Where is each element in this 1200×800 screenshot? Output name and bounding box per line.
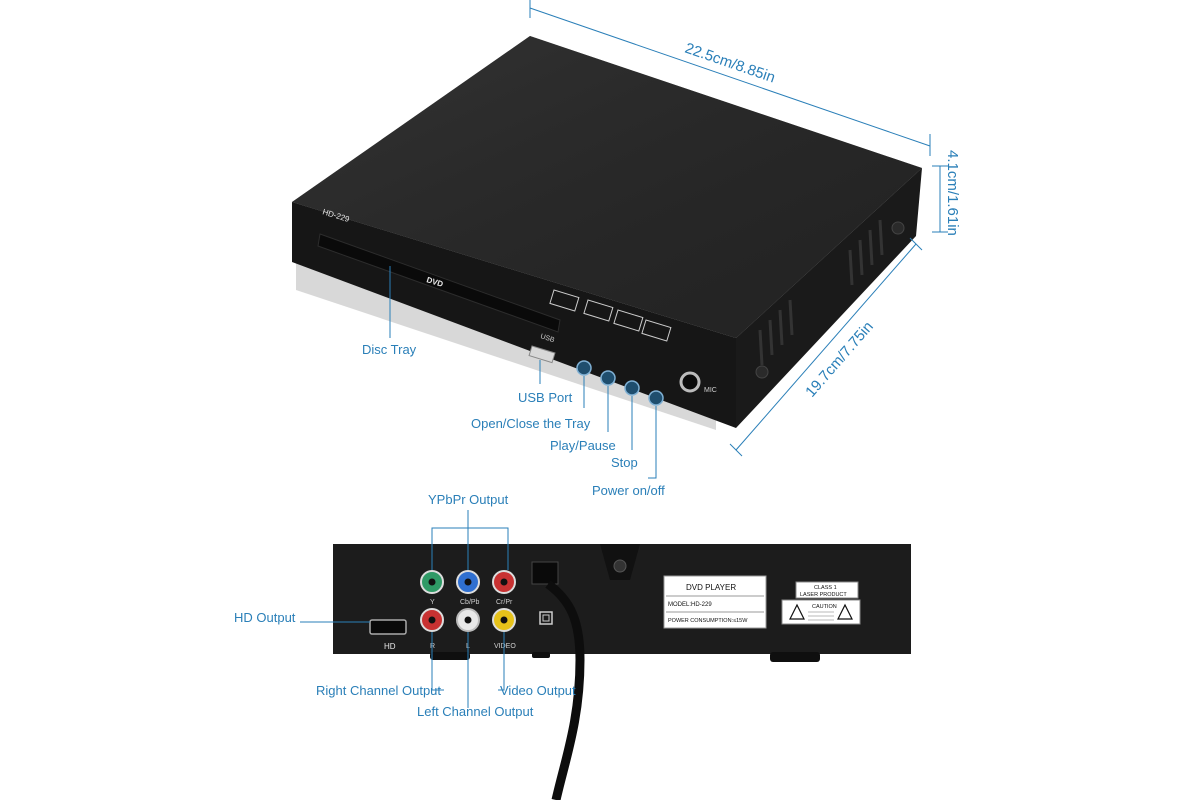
pb-jack-text: Cb/Pb: [460, 599, 480, 606]
mic-jack[interactable]: [679, 371, 701, 393]
double-insulation-icon: [539, 611, 553, 625]
mp3-logo-icon: [613, 309, 644, 332]
dvd-format-logo-icon: [549, 289, 580, 312]
r-jack-text: R: [430, 643, 435, 650]
rear-screw-icon: [613, 559, 627, 573]
video-output-label: Video Output: [500, 683, 576, 698]
height-dimension: 4.1cm/1.61in: [944, 150, 961, 236]
left-channel-label: Left Channel Output: [417, 704, 534, 719]
power-cord-plug: [531, 561, 559, 585]
pr-jack-text: Cr/Pr: [496, 599, 513, 606]
hd-text: HD: [384, 642, 396, 651]
front-unit: HD-229 DVD USB MIC: [292, 36, 922, 430]
front-callouts: [389, 266, 657, 479]
sticker-power: POWER CONSUMPTION:≤15W: [668, 618, 748, 624]
dimension-lines: [529, 0, 948, 457]
ypbpr-label: YPbPr Output: [428, 492, 509, 507]
right-side: [736, 168, 922, 428]
power-label: Power on/off: [592, 483, 665, 498]
mic-text: MIC: [704, 387, 717, 394]
stop-label: Stop: [611, 455, 638, 470]
caution-text: CAUTION: [812, 604, 837, 610]
video-jack-text: VIDEO: [494, 643, 516, 650]
side-screw-icon: [755, 365, 769, 379]
play-pause-label: Play/Pause: [550, 438, 616, 453]
power-button[interactable]: [648, 390, 664, 406]
right-channel-label: Right Channel Output: [316, 683, 441, 698]
open-close-label: Open/Close the Tray: [471, 416, 591, 431]
sticker-title: DVD PLAYER: [686, 583, 736, 592]
y-jack-text: Y: [430, 599, 435, 606]
cd-logo-icon: [641, 319, 672, 342]
product-sticker: [663, 575, 767, 629]
disc-tray-label: Disc Tray: [362, 342, 417, 357]
class-label-2: LASER PRODUCT: [800, 592, 847, 598]
dolby-logo-icon: [583, 299, 614, 322]
hdmi-port[interactable]: [369, 619, 407, 635]
disc-slot[interactable]: [317, 233, 561, 333]
class-label-1: CLASS 1: [814, 585, 837, 591]
play-pause-button[interactable]: [600, 370, 616, 386]
sticker-model: MODEL:HD-229: [668, 602, 712, 608]
open-close-button[interactable]: [576, 360, 592, 376]
usb-port-label: USB Port: [518, 390, 573, 405]
stop-button[interactable]: [624, 380, 640, 396]
exclamation-warning-icon: [837, 603, 853, 620]
side-screw-icon: [891, 221, 905, 235]
rear-callouts: [300, 510, 509, 708]
power-cord: [545, 580, 585, 800]
usb-port[interactable]: [528, 345, 556, 364]
shock-warning-icon: [789, 603, 805, 620]
side-vents: [758, 219, 884, 366]
usb-text: USB: [539, 333, 555, 344]
laser-class-label: [795, 581, 859, 599]
rear-unit: HD Y Cb/Pb Cr/Pr R L VIDEO DVD PLAYER MO…: [333, 544, 911, 800]
hd-output-label: HD Output: [234, 610, 296, 625]
width-dimension: 22.5cm/8.85in: [683, 40, 778, 87]
